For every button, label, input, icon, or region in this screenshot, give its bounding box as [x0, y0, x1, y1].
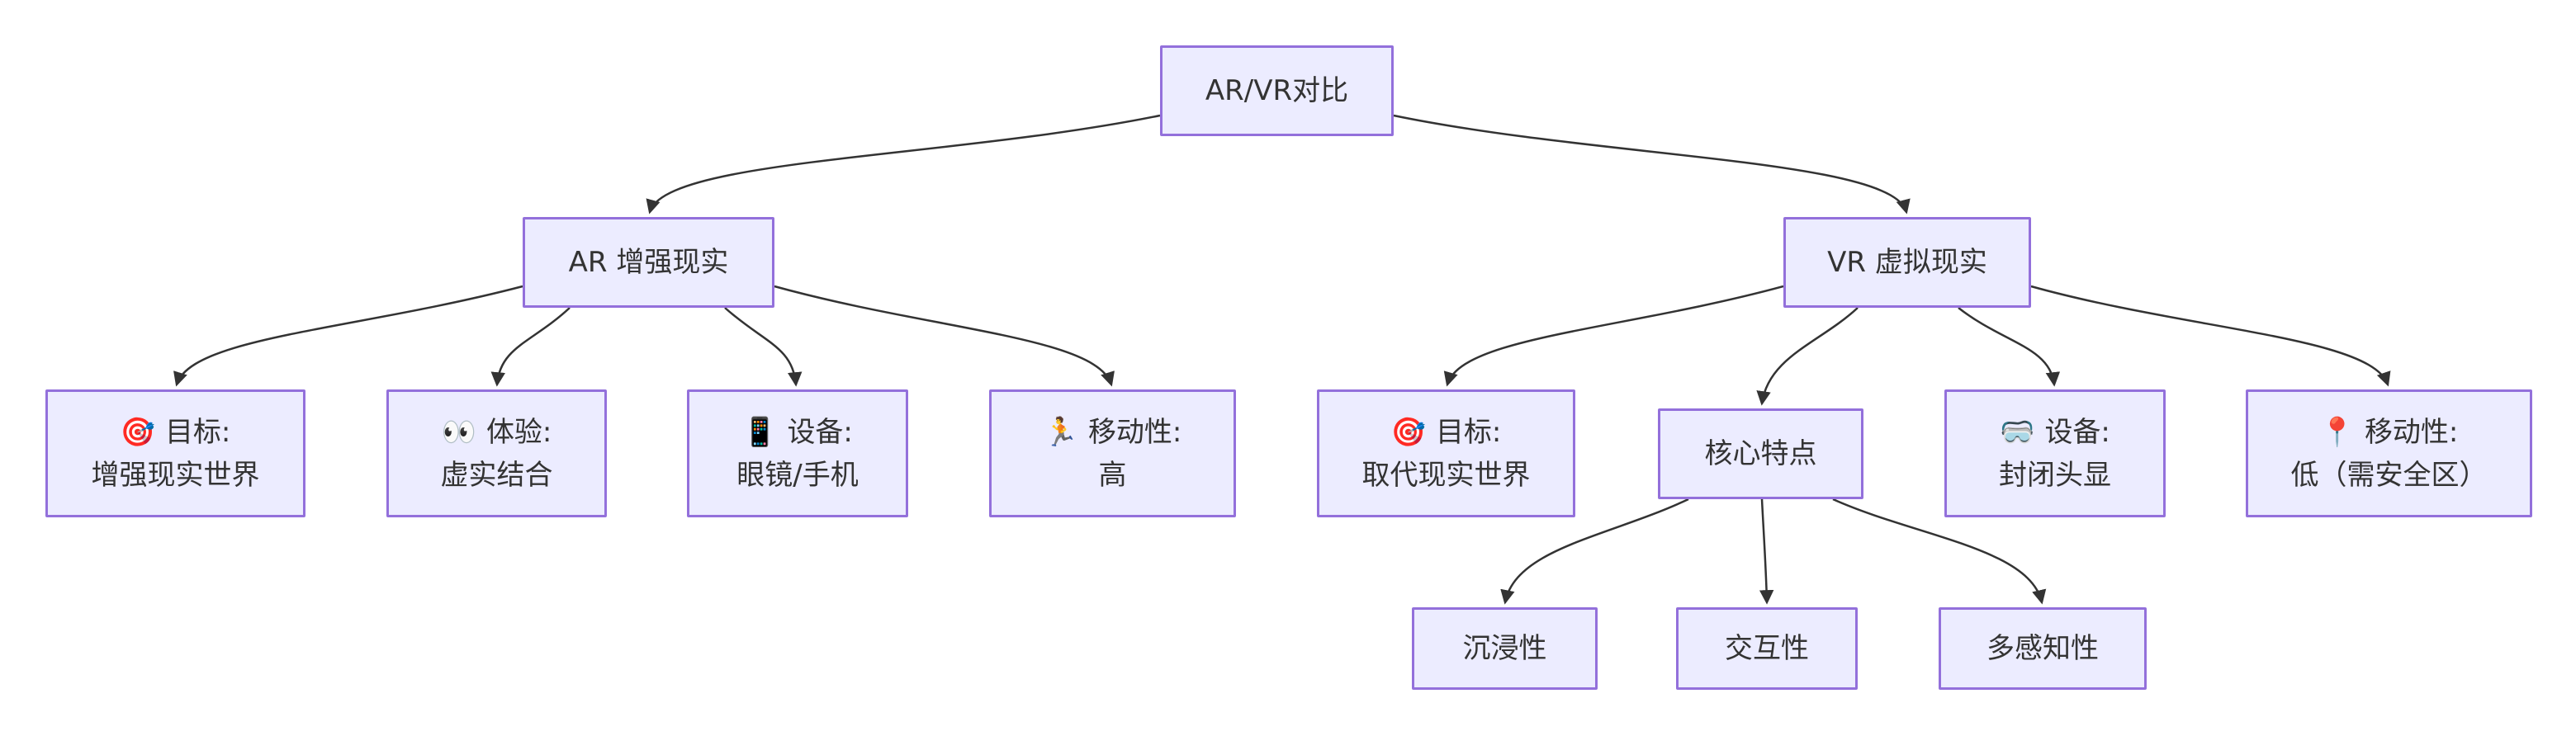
edge-ar-to-goal [173, 285, 523, 387]
edge-vr-to-mobility [2030, 285, 2391, 387]
node-immersion: 沉浸性 [1412, 607, 1598, 690]
node-ar-label: AR 增强现实 [568, 246, 729, 279]
node-root: AR/VR对比 [1160, 45, 1394, 136]
edge-core-to-multisense [1832, 498, 2047, 605]
node-vr-device-value: 封闭头显 [1999, 458, 2111, 492]
node-vr-mobility-title: 移动性: [2364, 415, 2459, 449]
edge-ar-to-mobility [774, 285, 1115, 387]
node-ar-goal-value: 增强现实世界 [91, 458, 260, 492]
node-vr-core-label: 核心特点 [1704, 437, 1817, 470]
node-interaction-label: 交互性 [1725, 632, 1809, 665]
node-ar-device: 📱 设备: 眼镜/手机 [687, 389, 908, 517]
node-ar-goal-title: 目标: [164, 415, 231, 449]
node-interaction: 交互性 [1676, 607, 1858, 690]
target-icon: 🎯 [120, 415, 155, 449]
edge-vr-to-core [1756, 307, 1859, 406]
node-multisense-label: 多感知性 [1986, 632, 2099, 665]
edge-vr-to-device [1958, 307, 2061, 387]
node-ar-goal: 🎯 目标: 增强现实世界 [45, 389, 305, 517]
target-icon: 🎯 [1390, 415, 1426, 449]
node-vr-goal-value: 取代现实世界 [1361, 458, 1531, 492]
node-ar-experience-value: 虚实结合 [440, 458, 553, 492]
edge-ar-to-device [724, 307, 803, 387]
pushpin-icon: 📍 [2319, 415, 2355, 449]
mobile-phone-icon: 📱 [742, 415, 778, 449]
node-ar-mobility: 🏃 移动性: 高 [989, 389, 1236, 517]
node-ar-mobility-title: 移动性: [1087, 415, 1182, 449]
node-vr-label: VR 虚拟现实 [1827, 246, 1987, 279]
node-vr-device: 🥽 设备: 封闭头显 [1944, 389, 2166, 517]
node-vr-mobility: 📍 移动性: 低（需安全区） [2246, 389, 2532, 517]
node-vr-goal-title: 目标: [1435, 415, 1502, 449]
edge-core-to-immersion [1500, 498, 1689, 605]
edge-vr-to-goal [1443, 285, 1784, 387]
node-ar: AR 增强现实 [523, 217, 774, 308]
edge-core-to-interaction [1759, 498, 1774, 605]
node-vr: VR 虚拟现实 [1783, 217, 2031, 308]
node-root-label: AR/VR对比 [1205, 74, 1349, 107]
node-ar-experience: 👀 体验: 虚实结合 [386, 389, 607, 517]
edge-root-to-ar [646, 114, 1161, 215]
node-ar-device-title: 设备: [787, 415, 853, 449]
node-vr-core: 核心特点 [1658, 408, 1863, 499]
node-immersion-label: 沉浸性 [1462, 632, 1547, 665]
node-vr-mobility-value: 低（需安全区） [2290, 458, 2488, 492]
eyes-icon: 👀 [441, 415, 476, 449]
edge-root-to-vr [1393, 114, 1911, 215]
node-ar-mobility-value: 高 [1098, 458, 1127, 492]
node-vr-goal: 🎯 目标: 取代现实世界 [1317, 389, 1575, 517]
node-ar-device-value: 眼镜/手机 [736, 458, 859, 492]
runner-icon: 🏃 [1043, 415, 1078, 449]
node-multisense: 多感知性 [1939, 607, 2147, 690]
edge-ar-to-experience [490, 307, 571, 387]
goggles-icon: 🥽 [2000, 415, 2035, 449]
node-vr-device-title: 设备: [2044, 415, 2110, 449]
node-ar-experience-title: 体验: [485, 415, 552, 449]
